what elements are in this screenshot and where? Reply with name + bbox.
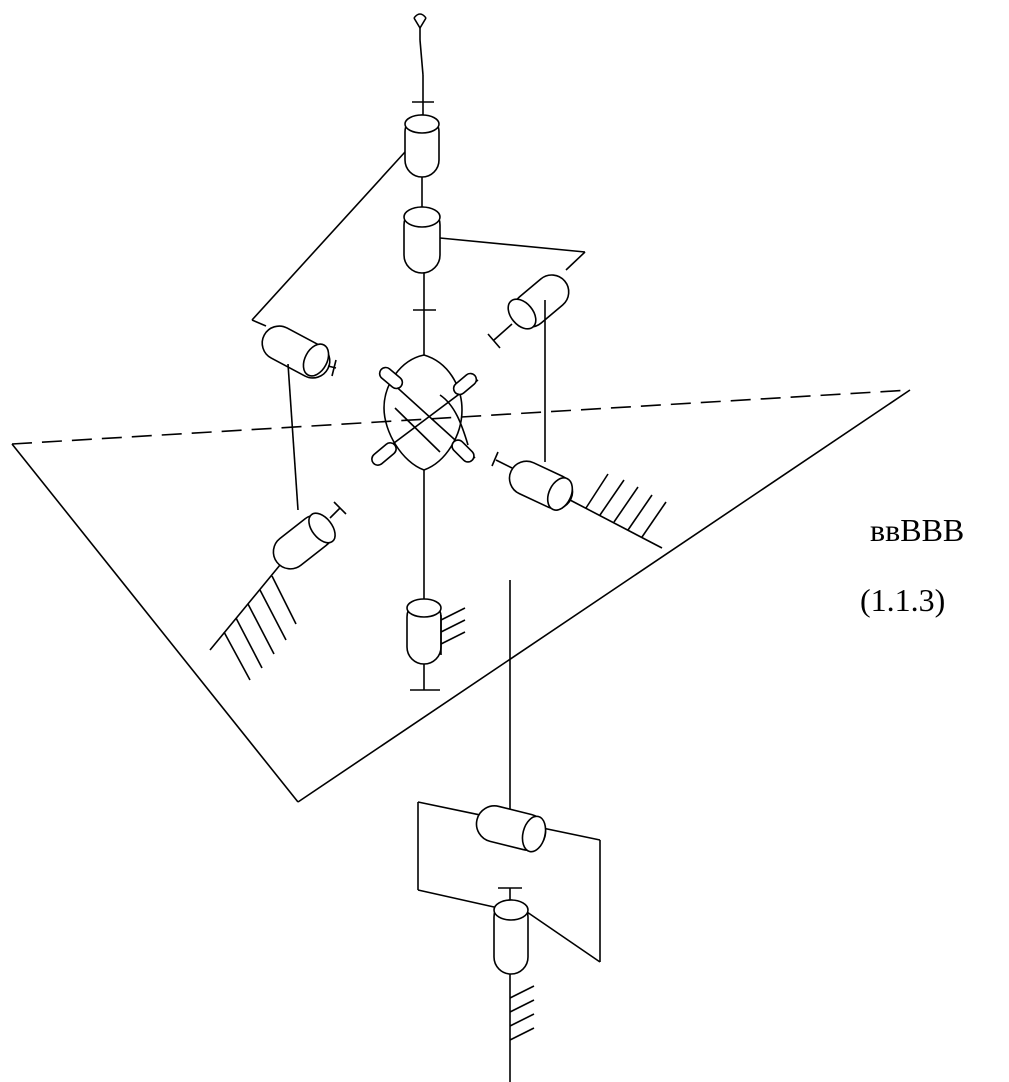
diagram-equation-number: (1.1.3)	[860, 582, 946, 618]
left-lower-joint	[210, 502, 346, 650]
small-joint-lower-left	[369, 440, 398, 467]
left-ground-hatch	[224, 576, 296, 680]
gimbal-horizontal-joint	[473, 802, 550, 854]
right-upper-link	[440, 238, 585, 462]
gimbal-vertical-joint	[494, 888, 528, 1082]
small-joint-lower-right	[450, 438, 477, 465]
lower-column-joint	[407, 599, 441, 664]
diagram-label-top: ввВВВ	[870, 512, 965, 548]
upper-column-joint-1	[405, 115, 439, 177]
base-platform	[12, 390, 910, 802]
end-effector-gripper	[412, 14, 434, 115]
left-upper-link	[252, 152, 405, 510]
right-ground-hatch	[586, 474, 666, 537]
right-lower-joint	[492, 452, 662, 548]
bottom-ground-hatch	[510, 986, 534, 1040]
upper-column-joint-2	[404, 207, 440, 273]
small-joint-upper-right	[451, 371, 479, 397]
small-joint-upper-left	[377, 365, 405, 391]
lower-column-ground-hatch	[441, 608, 465, 655]
